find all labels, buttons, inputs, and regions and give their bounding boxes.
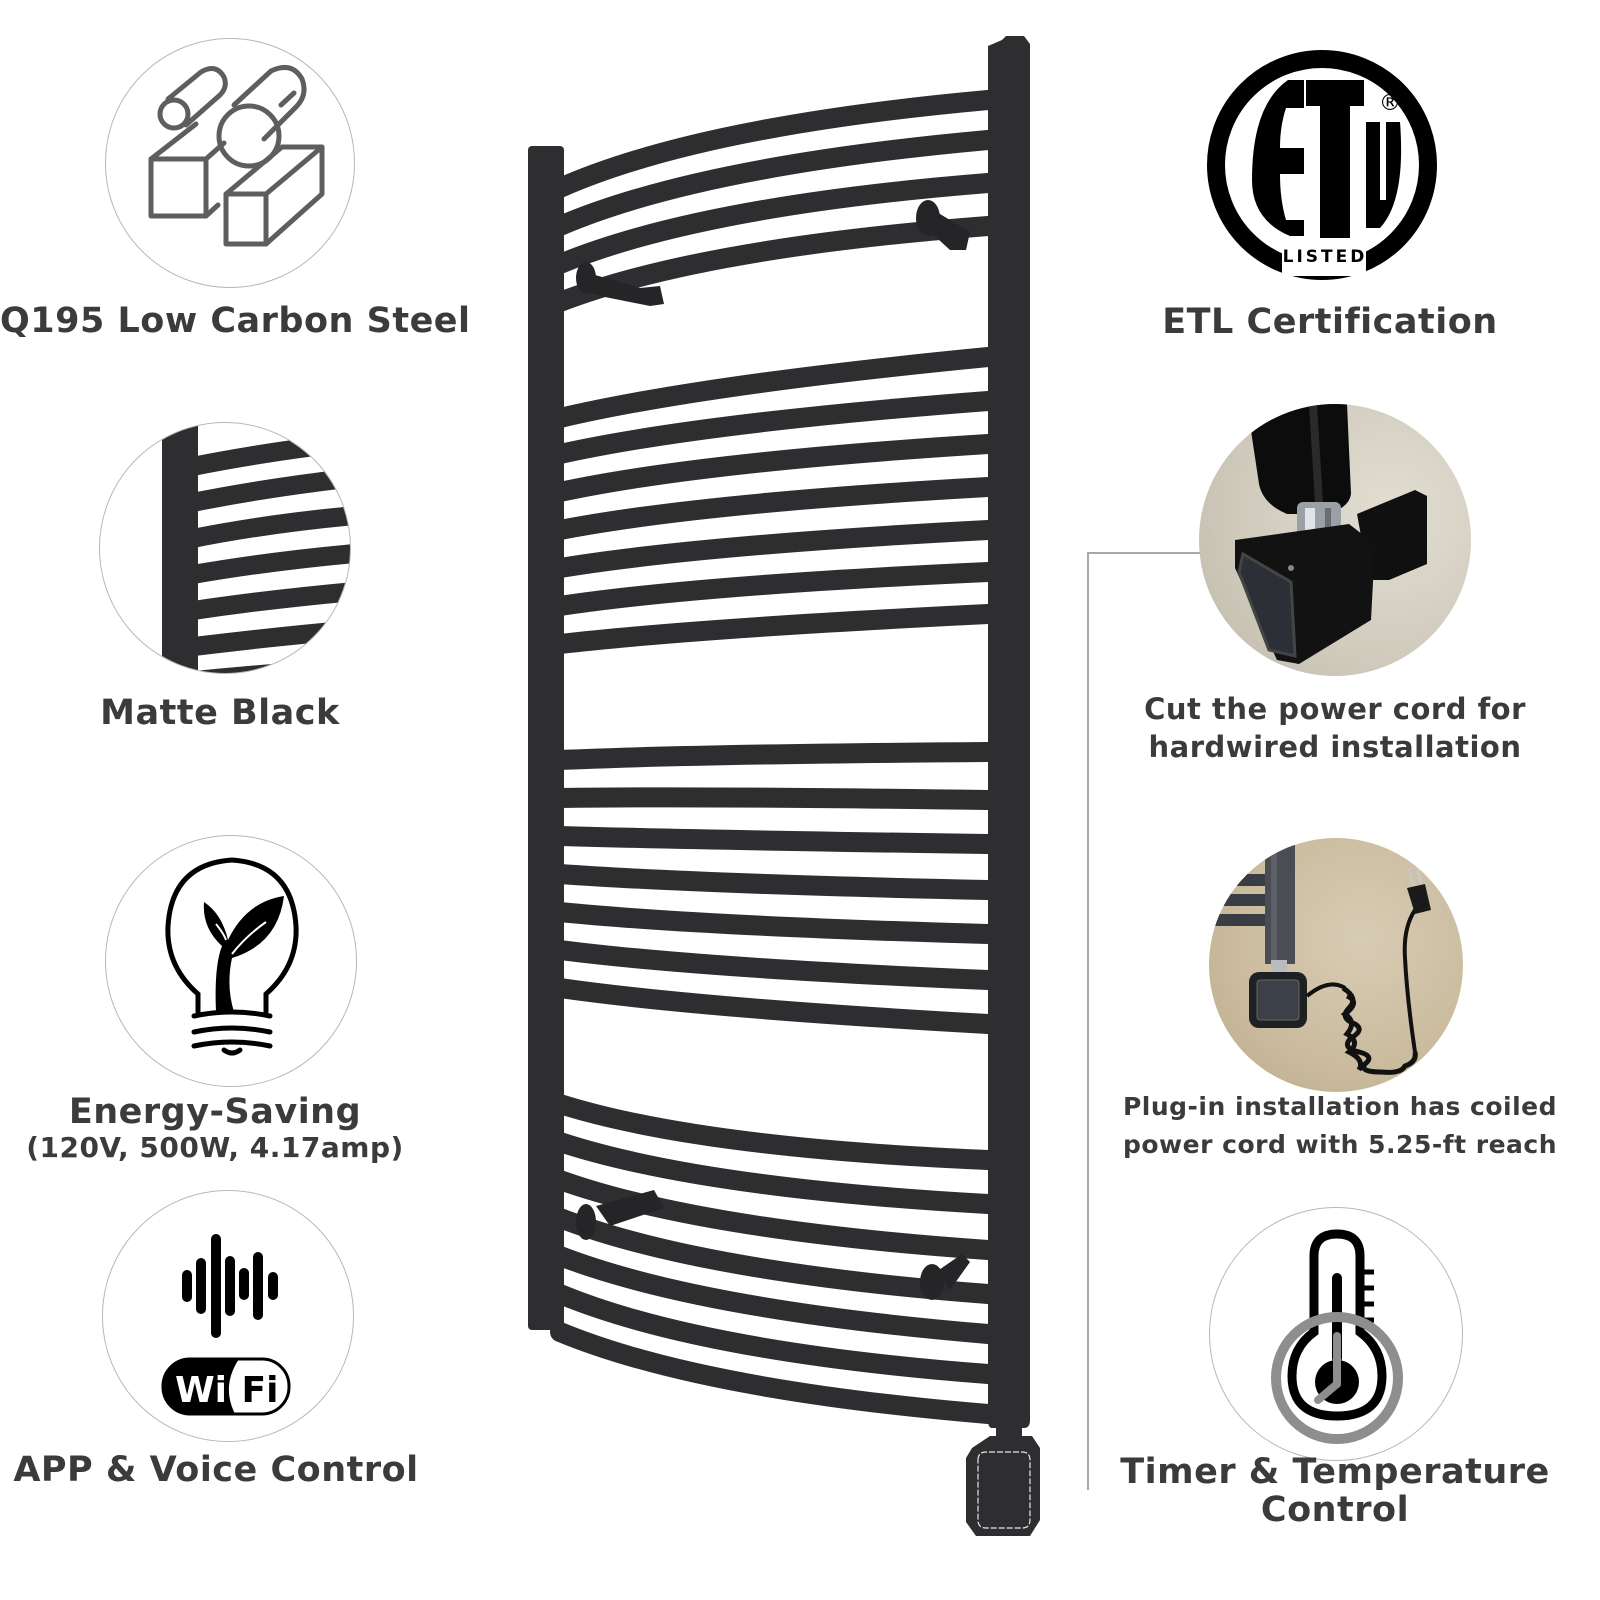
steel-materials-icon <box>148 64 325 247</box>
etl-ring-text: LISTED <box>1283 247 1368 267</box>
timer-temperature-feature-circle <box>1209 1207 1463 1461</box>
steel-feature-label: Q195 Low Carbon Steel <box>0 301 471 341</box>
connector-line-vertical <box>1087 552 1089 1490</box>
right-rail <box>988 36 1030 1428</box>
wifi-left-text: Wi <box>175 1370 227 1411</box>
heater-controller <box>966 1436 1040 1536</box>
hardwired-label-line-2: hardwired installation <box>1148 730 1522 764</box>
matte-black-feature-circle <box>99 422 351 674</box>
energy-spec-label: (120V, 500W, 4.17amp) <box>26 1131 404 1164</box>
registered-mark: ® <box>1379 91 1401 116</box>
plug-in-label-line-1: Plug-in installation has coiled <box>1122 1092 1558 1121</box>
etl-certification-label: ETL Certification <box>1162 302 1498 342</box>
plug-in-label-line-2: power cord with 5.25-ft reach <box>1122 1130 1558 1159</box>
towel-warmer-image <box>528 36 1040 1536</box>
lightbulb-leaf-icon <box>165 857 299 1056</box>
etl-listed-logo: LISTED ® <box>1207 50 1437 280</box>
connector-line-horizontal <box>1087 552 1203 554</box>
app-voice-label: APP & Voice Control <box>13 1450 419 1490</box>
steel-feature-circle <box>105 38 355 288</box>
matte-black-closeup <box>162 423 350 673</box>
energy-saving-label: Energy-Saving <box>68 1092 362 1132</box>
energy-feature-circle <box>105 835 357 1087</box>
voice-wifi-icon: Wi Fi <box>161 1234 291 1416</box>
hardwired-heater-photo <box>1199 404 1471 676</box>
matte-black-label: Matte Black <box>100 693 340 733</box>
hardwired-label-line-1: Cut the power cord for <box>1144 692 1526 726</box>
left-rail <box>528 146 564 1330</box>
plug-in-coiled-cord-photo <box>1209 838 1463 1092</box>
thermometer-clock-icon <box>1271 1229 1403 1444</box>
app-voice-feature-circle: Wi Fi <box>102 1190 354 1442</box>
timer-temperature-label-line-1: Timer & Temperature <box>1120 1452 1550 1492</box>
timer-temperature-label-line-2: Control <box>1260 1490 1410 1530</box>
wifi-right-text: Fi <box>242 1370 279 1411</box>
